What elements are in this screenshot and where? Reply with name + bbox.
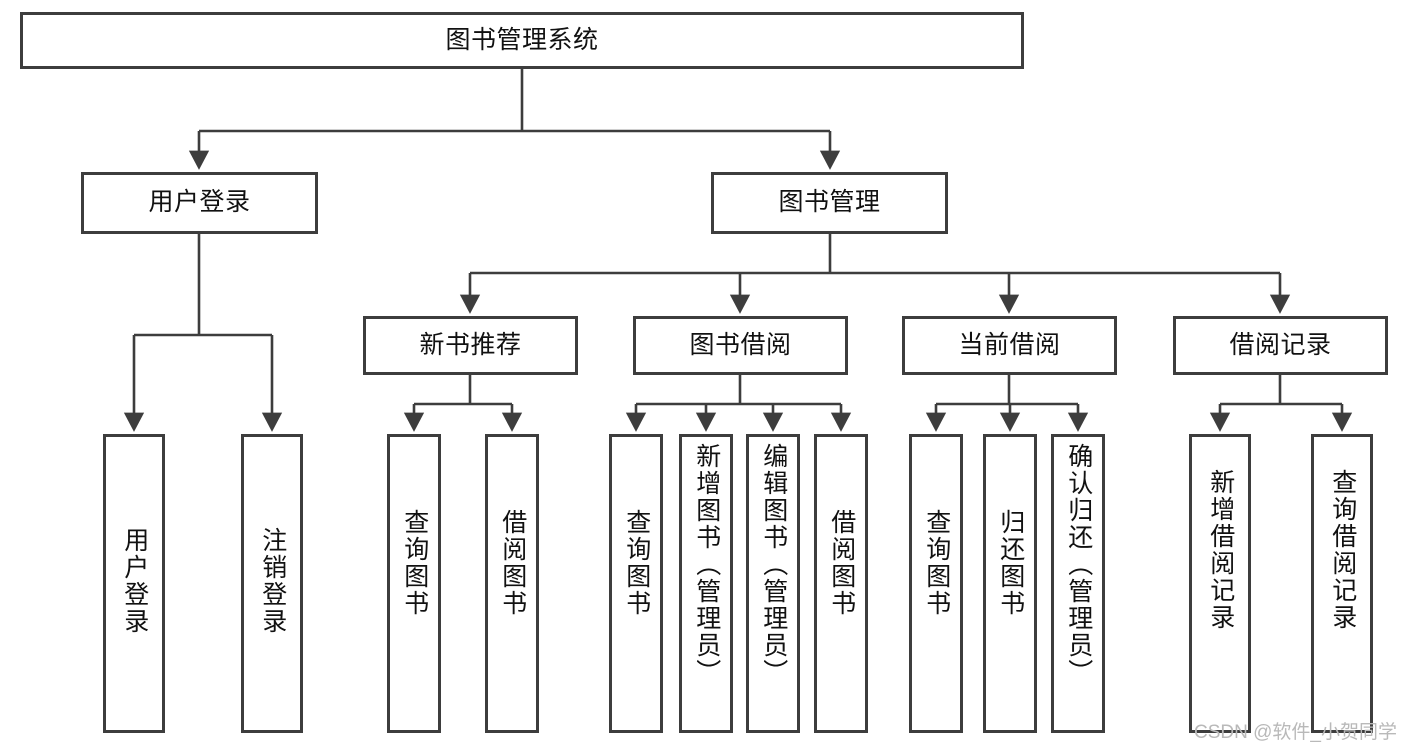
leaf-query-borrow-record[interactable]: 查询借阅记录: [1311, 434, 1373, 733]
node-user-login[interactable]: 用户登录: [81, 172, 318, 234]
leaf-query-book-current[interactable]: 查询图书: [909, 434, 963, 733]
leaf-return-book-label: 归还图书: [996, 509, 1025, 617]
node-current-borrow[interactable]: 当前借阅: [902, 316, 1117, 375]
leaf-borrow-book[interactable]: 借阅图书: [814, 434, 868, 733]
leaf-add-book-admin-label: 新增图书（管理员）: [692, 443, 721, 686]
leaf-edit-book-admin[interactable]: 编辑图书（管理员）: [746, 434, 800, 733]
leaf-user-login[interactable]: 用户登录: [103, 434, 165, 733]
node-root-label: 图书管理系统: [445, 25, 599, 54]
leaf-borrow-book-recommend-label: 借阅图书: [498, 509, 527, 617]
leaf-confirm-return-admin-label: 确认归还（管理员）: [1064, 443, 1093, 686]
leaf-query-book-recommend[interactable]: 查询图书: [387, 434, 441, 733]
node-user-login-label: 用户登录: [148, 188, 251, 217]
node-book-borrow[interactable]: 图书借阅: [633, 316, 848, 375]
leaf-logout-label: 注销登录: [258, 527, 287, 635]
leaf-edit-book-admin-label: 编辑图书（管理员）: [759, 443, 788, 686]
leaf-add-book-admin[interactable]: 新增图书（管理员）: [679, 434, 733, 733]
leaf-borrow-book-label: 借阅图书: [827, 509, 856, 617]
leaf-query-borrow-record-label: 查询借阅记录: [1328, 469, 1357, 631]
node-root[interactable]: 图书管理系统: [20, 12, 1024, 69]
leaf-query-book-recommend-label: 查询图书: [400, 509, 429, 617]
leaf-query-book-borrow-label: 查询图书: [622, 509, 651, 617]
leaf-borrow-book-recommend[interactable]: 借阅图书: [485, 434, 539, 733]
node-borrow-record[interactable]: 借阅记录: [1173, 316, 1388, 375]
csdn-watermark: CSDN @软件_小贺同学: [1194, 722, 1397, 743]
leaf-query-book-borrow[interactable]: 查询图书: [609, 434, 663, 733]
leaf-return-book[interactable]: 归还图书: [983, 434, 1037, 733]
leaf-add-borrow-record-label: 新增借阅记录: [1206, 469, 1235, 631]
node-current-borrow-label: 当前借阅: [958, 330, 1061, 359]
node-borrow-record-label: 借阅记录: [1229, 330, 1332, 359]
leaf-confirm-return-admin[interactable]: 确认归还（管理员）: [1051, 434, 1105, 733]
node-book-borrow-label: 图书借阅: [689, 330, 792, 359]
leaf-logout[interactable]: 注销登录: [241, 434, 303, 733]
node-new-book-recommend-label: 新书推荐: [419, 330, 522, 359]
leaf-add-borrow-record[interactable]: 新增借阅记录: [1189, 434, 1251, 733]
leaf-query-book-current-label: 查询图书: [922, 509, 951, 617]
node-book-management-label: 图书管理: [778, 188, 881, 217]
node-new-book-recommend[interactable]: 新书推荐: [363, 316, 578, 375]
node-book-management[interactable]: 图书管理: [711, 172, 948, 234]
leaf-user-login-label: 用户登录: [120, 527, 149, 635]
